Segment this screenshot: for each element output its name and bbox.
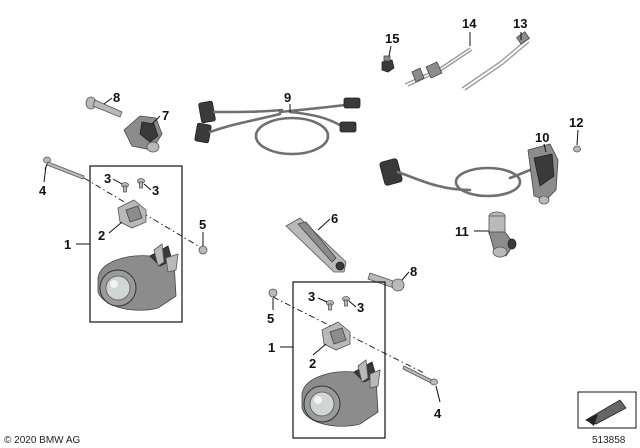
part-13-cable-tie[interactable] [461, 31, 530, 91]
assembly-box-lower [292, 281, 386, 439]
part-8-bolt-lower[interactable] [367, 272, 405, 292]
leader-4a-tail [43, 165, 47, 183]
callout-3d: 3 [357, 300, 364, 315]
part-10-control-unit[interactable] [379, 143, 559, 205]
part-6-mounting-arm[interactable] [285, 217, 347, 273]
part-1-fog-light-lower[interactable] [301, 359, 381, 427]
part-8-bolt-upper[interactable] [85, 96, 123, 118]
callout-3c: 3 [308, 289, 315, 304]
part-9-wiring-harness[interactable] [194, 97, 361, 156]
leader-8b [401, 271, 410, 281]
callout-8a: 8 [113, 90, 120, 105]
part-5-nut-lower[interactable] [268, 288, 278, 298]
callout-9: 9 [284, 90, 291, 105]
leader-12 [576, 129, 579, 146]
view-direction-icon [577, 391, 637, 429]
leader-3b [143, 183, 152, 191]
callout-10: 10 [535, 130, 549, 145]
leader-2b [312, 343, 327, 356]
part-2-clamp-lower[interactable] [321, 321, 351, 351]
callout-2b: 2 [309, 356, 316, 371]
callout-7: 7 [162, 108, 169, 123]
part-5-nut-upper[interactable] [198, 245, 208, 255]
part-4-bolt-upper[interactable] [43, 156, 85, 180]
leader-10 [543, 143, 547, 153]
part-7-bracket[interactable] [123, 115, 163, 153]
leader-7 [151, 115, 161, 125]
callout-11: 11 [455, 224, 469, 239]
callout-13: 13 [513, 16, 527, 31]
callout-14: 14 [462, 16, 477, 31]
part-4-bolt-lower[interactable] [402, 365, 438, 386]
leader-6 [317, 218, 331, 231]
callout-6: 6 [331, 211, 338, 226]
part-2-clamp-upper[interactable] [117, 199, 147, 229]
part-15-clip[interactable] [381, 55, 395, 73]
part-3-screws-lower[interactable] [326, 296, 350, 311]
callout-1a: 1 [64, 237, 71, 252]
callout-4a: 4 [39, 183, 47, 198]
part-11-holder[interactable] [488, 211, 517, 258]
part-12-screw[interactable] [573, 145, 581, 153]
callout-2a: 2 [98, 228, 105, 243]
callout-5b: 5 [267, 311, 274, 326]
leader-3d [348, 300, 357, 308]
part-14-cable-tie-holder[interactable] [404, 47, 473, 87]
part-1-fog-light-upper[interactable] [97, 243, 179, 311]
leader-8a [103, 97, 113, 105]
callout-12: 12 [569, 115, 583, 130]
callout-3a: 3 [104, 171, 111, 186]
leader-4b [435, 385, 441, 403]
callout-5a: 5 [199, 217, 206, 232]
callout-15: 15 [385, 31, 399, 46]
callout-3b: 3 [152, 183, 159, 198]
part-3-screws-upper[interactable] [121, 178, 145, 193]
diagram-number: 513858 [592, 435, 626, 446]
copyright-text: © 2020 BMW AG [4, 435, 81, 446]
leader-2a [108, 221, 123, 234]
callout-4b: 4 [434, 406, 442, 421]
leader-3a [112, 178, 123, 185]
leader-3c [317, 297, 328, 303]
leader-15 [388, 45, 392, 57]
callout-1b: 1 [268, 340, 275, 355]
callout-8b: 8 [410, 264, 417, 279]
